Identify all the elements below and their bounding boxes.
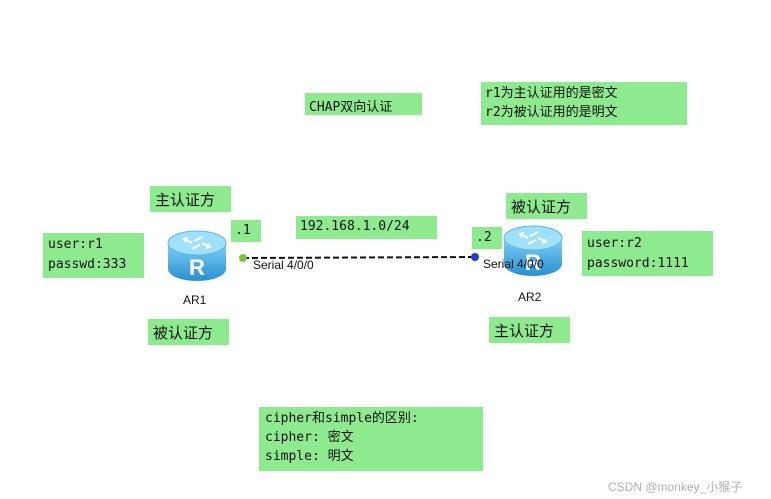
svg-text:R: R: [525, 250, 541, 275]
ar2-password: password:1111: [587, 256, 689, 271]
cipher-box-heading: cipher和simple的区别:: [265, 411, 419, 426]
ar1-port-dot: [239, 254, 247, 262]
ar1-credentials: user:r1 passwd:333: [43, 233, 144, 278]
ar2-credentials: user:r2 password:1111: [582, 231, 713, 276]
auth-note: r1为主认证用的是密文 r2为被认证用的是明文: [481, 82, 687, 125]
diagram-title: CHAP双向认证: [305, 93, 422, 115]
ar2-device-name: AR2: [518, 290, 542, 304]
auth-note-line: r2为被认证用的是明文: [485, 105, 618, 120]
ar2-role-top: 被认证方: [506, 193, 587, 219]
ar2-role-bottom: 主认证方: [489, 317, 570, 343]
ar2-port-dot: [471, 253, 479, 261]
watermark: CSDN @monkey_小猴子: [608, 480, 743, 494]
svg-text:R: R: [189, 255, 205, 280]
ar1-password: passwd:333: [48, 257, 127, 272]
ar2-address: .2: [472, 227, 502, 249]
ar1-username: user:r1: [48, 237, 103, 252]
ar1-role-bottom: 被认证方: [148, 319, 229, 345]
ar1-role-top: 主认证方: [150, 186, 231, 212]
link-subnet: 192.168.1.0/24: [296, 216, 437, 239]
ar1-interface-label: Serial 4/0/0: [253, 258, 314, 272]
auth-note-line: r1为主认证用的是密文: [485, 86, 618, 101]
ar2-username: user:r2: [587, 236, 642, 251]
ar2-interface-label: Serial 4/0/0: [483, 257, 544, 271]
cipher-box-line: cipher: 密文: [265, 430, 354, 445]
cipher-box-line: simple: 明文: [265, 449, 354, 464]
ar1-address: .1: [231, 220, 261, 242]
cipher-simple-box: cipher和simple的区别: cipher: 密文 simple: 明文: [259, 407, 483, 471]
ar1-device-name: AR1: [183, 293, 207, 307]
